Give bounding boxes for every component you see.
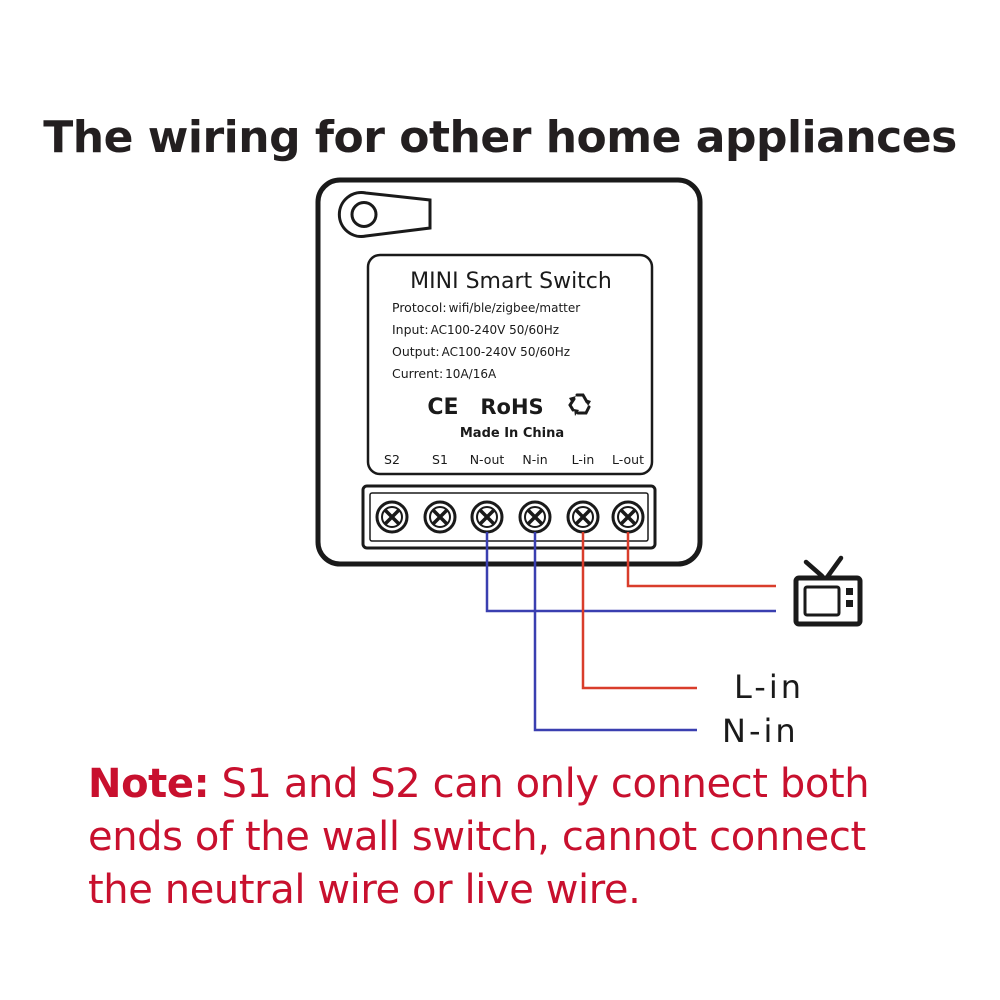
terminal-label-l-in: L-in bbox=[572, 452, 595, 467]
tv-icon bbox=[793, 555, 863, 627]
screw-terminal-s1 bbox=[423, 500, 457, 534]
screw-terminal-n-out bbox=[470, 500, 504, 534]
terminal-labels: S2 S1 N-out N-in L-in L-out bbox=[384, 452, 644, 467]
mounting-tab-icon bbox=[337, 191, 432, 238]
note-line: the neutral wire or live wire. bbox=[88, 867, 641, 913]
note-line: Note: S1 and S2 can only connect both bbox=[88, 758, 968, 811]
note-text: S1 and S2 can only connect both bbox=[209, 761, 870, 807]
note-line: ends of the wall switch, cannot connect bbox=[88, 814, 866, 860]
spec-value: wifi/ble/zigbee/matter bbox=[449, 301, 581, 315]
terminal-label-s2: S2 bbox=[384, 452, 400, 467]
line-in-label: L-in bbox=[734, 668, 804, 706]
page-title: The wiring for other home appliances bbox=[43, 112, 957, 163]
terminal-label-l-out: L-out bbox=[612, 452, 644, 467]
terminal-label-n-out: N-out bbox=[470, 452, 505, 467]
wire-n-in bbox=[533, 532, 697, 732]
recycle-icon bbox=[568, 393, 591, 416]
note-prefix: Note: bbox=[88, 761, 210, 807]
wiring-note: Note: S1 and S2 can only connect both en… bbox=[88, 758, 968, 917]
wire-n-out bbox=[485, 532, 776, 613]
spec-label: Protocol: bbox=[392, 300, 447, 315]
terminal-label-n-in: N-in bbox=[522, 452, 547, 467]
wire-l-out bbox=[626, 532, 776, 588]
rohs-mark: RoHS bbox=[480, 395, 543, 419]
spec-row: Current:10A/16A bbox=[392, 366, 497, 381]
spec-label: Output: bbox=[392, 344, 440, 359]
spec-label: Input: bbox=[392, 322, 429, 337]
screw-terminal-s2 bbox=[375, 500, 409, 534]
neutral-in-label: N-in bbox=[722, 712, 799, 750]
screw-terminal-n-in bbox=[518, 500, 552, 534]
ce-mark: CE bbox=[427, 395, 458, 420]
spec-value: 10A/16A bbox=[445, 367, 497, 381]
screw-terminal-l-out bbox=[611, 500, 645, 534]
spec-row: Protocol:wifi/ble/zigbee/matter bbox=[392, 300, 580, 315]
spec-value: AC100-240V 50/60Hz bbox=[431, 323, 559, 337]
spec-row: Input:AC100-240V 50/60Hz bbox=[392, 322, 559, 337]
spec-row: Output:AC100-240V 50/60Hz bbox=[392, 344, 570, 359]
spec-value: AC100-240V 50/60Hz bbox=[442, 345, 570, 359]
origin-label: Made In China bbox=[460, 426, 564, 441]
wires bbox=[485, 532, 776, 732]
spec-label: Current: bbox=[392, 366, 443, 381]
spec-list: Protocol:wifi/ble/zigbee/matter Input:AC… bbox=[392, 300, 580, 381]
screw-terminal-l-in bbox=[566, 500, 600, 534]
terminal-label-s1: S1 bbox=[432, 452, 448, 467]
label-panel bbox=[366, 253, 654, 476]
device-name: MINI Smart Switch bbox=[410, 269, 612, 294]
wire-l-in bbox=[581, 532, 697, 690]
